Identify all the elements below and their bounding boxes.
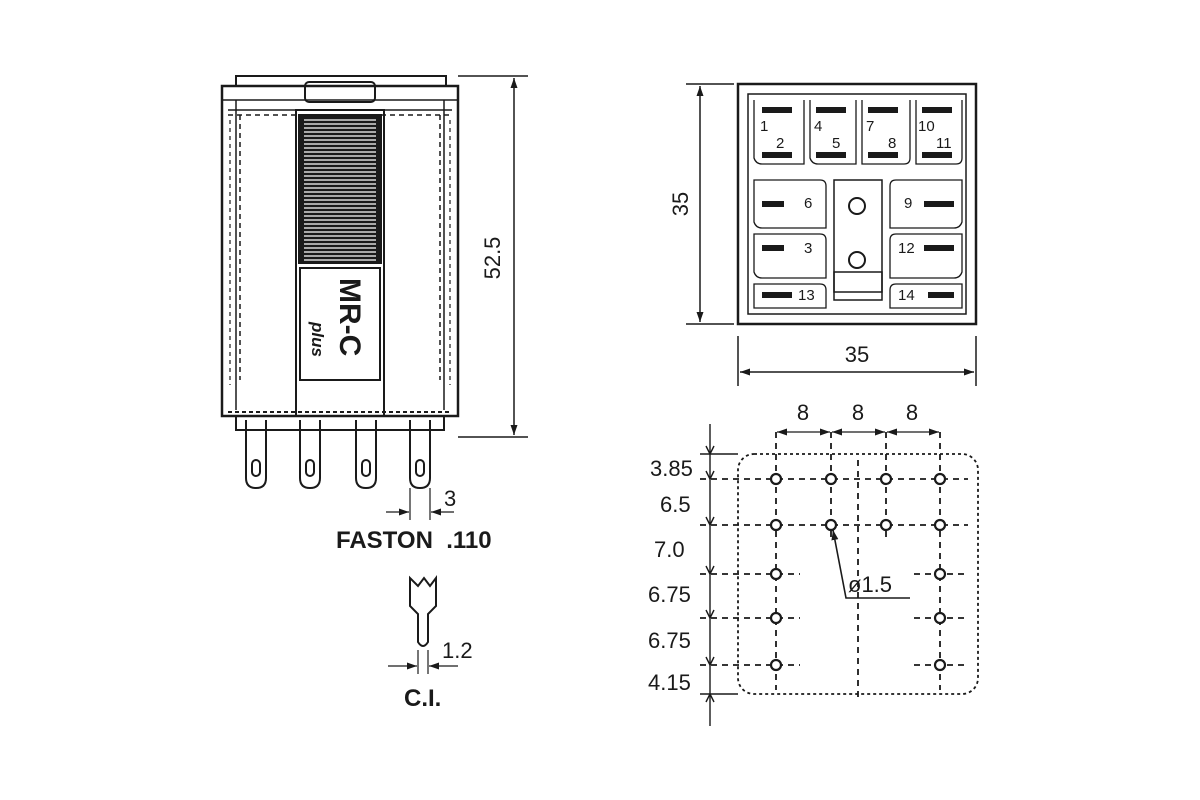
- row-dimension-5: 6.75: [648, 628, 691, 653]
- pin-number-8: 8: [888, 135, 896, 152]
- col-dimension-1: 8: [797, 400, 809, 425]
- row-dimension-6: 4.15: [648, 670, 691, 695]
- faston-pin-4: [409, 420, 431, 490]
- pin-number-5: 5: [832, 135, 840, 152]
- pin-number-12: 12: [898, 240, 915, 257]
- pcb-label: C.I.: [404, 685, 441, 712]
- pcb-holes: [769, 472, 947, 672]
- relay-logo: MR-C: [333, 278, 366, 356]
- relay-label-panel: [299, 267, 381, 381]
- pin-number-11: 11: [936, 135, 952, 152]
- pin-number-6: 6: [804, 195, 812, 212]
- pcb-pin-dimension: 1.2: [442, 638, 473, 663]
- faston-pin-3: [355, 420, 377, 490]
- row-dimension-3: 7.0: [654, 537, 685, 562]
- base-view: 1 2 4 5 7 8 10 11 6 9 3 12 13 14 35 35: [668, 82, 978, 386]
- col-dimension-3: 8: [906, 400, 918, 425]
- relay-pin-base: [235, 415, 445, 431]
- pin-number-2: 2: [776, 135, 784, 152]
- pin-number-7: 7: [866, 118, 874, 135]
- base-height-dimension: 35: [668, 192, 693, 216]
- side-height-dimension: 52.5: [480, 237, 505, 280]
- pin-number-13: 13: [798, 287, 815, 304]
- hole-pattern: 8 8 8 3.85 6.5 7.0 6.75 6.75 4.15 ø1.5: [648, 400, 979, 726]
- row-dimension-2: 6.5: [660, 492, 691, 517]
- hole-diameter-label: ø1.5: [848, 572, 892, 597]
- faston-label: FASTON .110: [336, 527, 492, 554]
- base-width-dimension: 35: [845, 342, 869, 367]
- pin-number-10: 10: [918, 118, 935, 135]
- side-view: MR-C plus 52.5 3 FASTON .110: [220, 75, 528, 712]
- pin-number-1: 1: [760, 118, 768, 135]
- base-hole-lower: [848, 251, 866, 269]
- pin-number-4: 4: [814, 118, 822, 135]
- pin-number-14: 14: [898, 287, 915, 304]
- hole-pattern-outline: [737, 453, 979, 695]
- base-outline: [736, 82, 978, 326]
- row-dimension-1: 3.85: [650, 456, 693, 481]
- base-contact-blades: [762, 107, 954, 298]
- grip-background: [298, 114, 382, 264]
- base-hole-upper: [848, 197, 866, 215]
- pin-number-9: 9: [904, 195, 912, 212]
- pcb-pin: [409, 575, 437, 647]
- col-dimension-2: 8: [852, 400, 864, 425]
- faston-pins: [245, 420, 431, 490]
- relay-logo-sub: plus: [308, 321, 327, 357]
- row-dimension-4: 6.75: [648, 582, 691, 607]
- faston-pin-1: [245, 420, 267, 490]
- pin-number-3: 3: [804, 240, 812, 257]
- relay-test-button: [304, 81, 376, 103]
- faston-pin-2: [299, 420, 321, 490]
- pin-width-dimension: 3: [444, 486, 456, 511]
